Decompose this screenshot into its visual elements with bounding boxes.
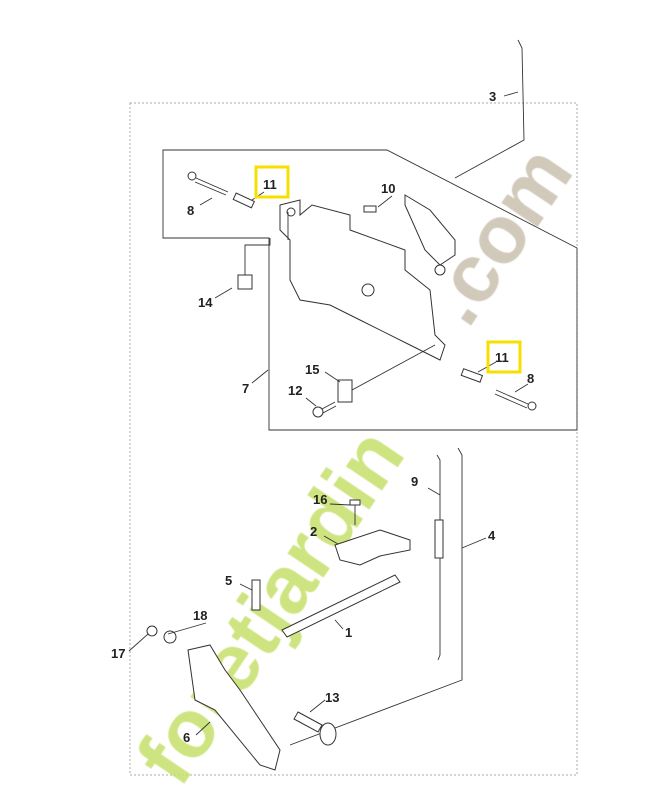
- highlight-box-11-top: [254, 165, 290, 199]
- callout-13: 13: [325, 690, 339, 705]
- screw-16: [349, 499, 361, 525]
- leader-lines: [128, 91, 529, 736]
- callout-16: 16: [313, 492, 327, 507]
- callout-8-bottom: 8: [527, 371, 534, 386]
- callout-8-top: 8: [187, 203, 194, 218]
- callout-10: 10: [381, 181, 395, 196]
- rod-3: [454, 39, 525, 179]
- callout-18: 18: [193, 608, 207, 623]
- bolt-12: [312, 401, 337, 418]
- callout-5: 5: [225, 573, 232, 588]
- callout-7: 7: [242, 381, 249, 396]
- nut-17: [146, 625, 158, 637]
- callout-12: 12: [288, 383, 302, 398]
- callout-15: 15: [305, 362, 319, 377]
- callout-14: 14: [198, 295, 213, 310]
- callout-2: 2: [310, 524, 317, 539]
- rod-4: [289, 447, 463, 746]
- callout-17: 17: [111, 646, 125, 661]
- nut-14: [237, 212, 289, 290]
- spring-10: [363, 205, 377, 213]
- bolt-8-top: [187, 171, 229, 196]
- washer-18: [163, 630, 177, 644]
- rod-9-spring: [434, 519, 444, 559]
- callout-6: 6: [183, 730, 190, 745]
- callout-3: 3: [489, 89, 496, 104]
- callout-4: 4: [488, 528, 496, 543]
- callout-11-bottom: 11: [495, 350, 509, 365]
- lever-bracket: [404, 194, 456, 266]
- control-bracket: [279, 199, 446, 361]
- plate-2: [334, 529, 411, 566]
- shaft-1: [281, 574, 401, 638]
- callout-9: 9: [411, 474, 418, 489]
- highlight-box-11-bottom: [486, 340, 522, 374]
- bolt-13: [293, 711, 337, 746]
- spring-11-top: [232, 192, 255, 209]
- spring-11-bottom: [460, 368, 484, 383]
- callout-1: 1: [345, 625, 352, 640]
- lever-6: [187, 644, 281, 771]
- bolt-8-bottom: [494, 389, 537, 411]
- bracket-15: [337, 379, 353, 403]
- callout-11-top: 11: [263, 177, 277, 192]
- spring-5: [251, 579, 261, 611]
